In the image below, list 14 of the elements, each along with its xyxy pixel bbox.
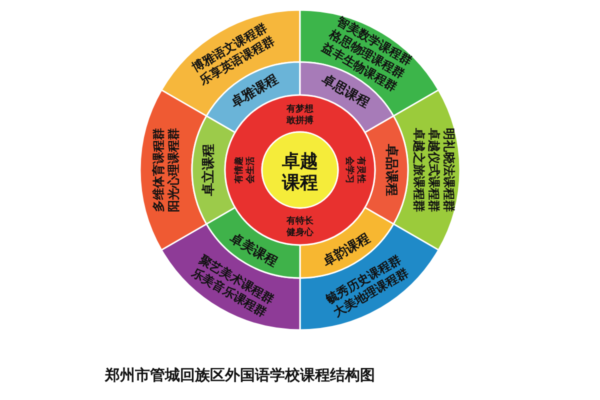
course-name: 卓立课程 (202, 144, 217, 196)
course-group-name: 多维体育课程群 (152, 128, 166, 212)
center-title: 卓越课程 (282, 151, 318, 194)
caption: 郑州市管城回族区外国语学校课程结构图 (105, 366, 375, 384)
goal-text: 有灵性会学习 (344, 156, 366, 184)
goal-text: 有梦想敢拼搏 (286, 104, 314, 126)
course-group-name: 卓越仪式课程群 (426, 128, 441, 212)
course-name: 卓品课程 (383, 144, 398, 196)
course-group-name: 卓越之旅课程群 (412, 128, 426, 212)
course-name: 卓雅课程 (228, 72, 281, 111)
goal-text: 有特长健身心 (286, 216, 314, 238)
course-group-name: 明礼晓法课程群 (442, 128, 456, 212)
goal-text: 有情趣会生活 (234, 156, 256, 184)
course-group-name: 阳光心理课程群 (166, 128, 181, 212)
